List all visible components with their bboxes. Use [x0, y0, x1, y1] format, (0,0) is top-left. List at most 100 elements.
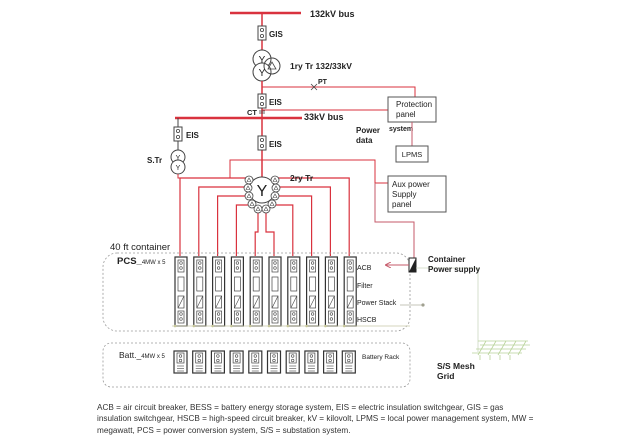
container-ps-label-1: Container: [428, 255, 465, 264]
pcs-feeder-line: [217, 195, 248, 256]
pcs-label: PCS_4MW x 5: [117, 256, 166, 267]
power-stack-label: Power Stack: [357, 300, 397, 307]
mesh-grid-icon: [472, 340, 530, 360]
eis-aux-label: EIS: [186, 131, 200, 140]
battery-rack: [229, 350, 244, 374]
battery-rack: [192, 350, 207, 374]
pt-signal-line: [262, 86, 416, 98]
secondary-transformer-icon: Y: [243, 175, 281, 214]
protection-panel: [387, 96, 437, 123]
winding-icon: [247, 199, 257, 209]
battery-rack: [323, 350, 338, 374]
battery-rack: [341, 350, 356, 374]
winding-icon: [270, 191, 280, 201]
eis-tr2-switchgear-icon: [257, 135, 267, 151]
acb-label: ACB: [357, 265, 372, 272]
winding-icon: [271, 183, 281, 193]
hscb-label: HSCB: [357, 317, 377, 324]
battery-rack: [173, 350, 188, 374]
pcs-unit: [267, 256, 282, 328]
station-transformer-icon: Y Y: [170, 149, 186, 175]
eis-tr2-label: EIS: [269, 140, 283, 149]
pcs-feeder-line: [276, 186, 331, 256]
primary-transformer-icon: Y Y: [252, 49, 281, 82]
battery-rack: [210, 350, 225, 374]
primary-transformer-label: 1ry Tr 132/33kV: [290, 61, 352, 71]
ct-label: CT: [247, 108, 257, 117]
battery-rack-label: Battery Rack: [362, 354, 400, 361]
pcs-feeder-line: [276, 177, 350, 256]
pcs-feeder-line: [276, 195, 313, 256]
pcs-feeder-line: [179, 177, 248, 256]
power-data-label-2: data: [356, 136, 373, 145]
pcs-feeder-line: [235, 204, 248, 256]
gis-switchgear-icon: [257, 25, 267, 41]
aux-panel-label-3: panel: [392, 200, 412, 209]
aux-supply-line: [262, 159, 388, 184]
winding-icon: [244, 175, 254, 185]
svg-text:Y: Y: [176, 165, 181, 172]
pt-icon: [310, 83, 318, 91]
battery-rack: [248, 350, 263, 374]
winding-icon: [243, 183, 253, 193]
battery-container: [102, 342, 411, 388]
svg-text:Y: Y: [176, 155, 181, 162]
aux-power-panel: [387, 175, 447, 213]
protection-panel-label-1: Protection: [396, 100, 432, 109]
lpms-label: LPMS: [402, 150, 422, 159]
system-label: system: [389, 126, 413, 133]
aux-panel-label-1: Aux power: [392, 180, 430, 189]
ct-icon: [259, 110, 265, 114]
container-label: 40 ft container: [110, 242, 170, 253]
container-ps-label-2: Power supply: [428, 265, 481, 274]
pcs-unit: [342, 256, 357, 328]
winding-icon: [261, 204, 271, 214]
pcs-unit: [305, 256, 320, 328]
bus-132kv-label: 132kV bus: [310, 9, 355, 19]
eis-main-switchgear-icon: [257, 93, 267, 109]
power-data-label-1: Power: [356, 126, 380, 135]
pcs-unit: [211, 256, 226, 328]
gis-label: GIS: [269, 30, 283, 39]
pcs-unit: [324, 256, 338, 328]
lpms-box: [395, 145, 429, 163]
mesh-grid-label-1: S/S Mesh: [437, 361, 475, 371]
pcs-unit: [230, 256, 244, 328]
aux-panel-label-2: Supply: [392, 190, 416, 199]
winding-icon: [267, 199, 277, 209]
battery-label: Batt._4MW x 5: [119, 350, 166, 360]
mesh-grid-label-2: Grid: [437, 371, 454, 381]
pcs-unit: [286, 256, 301, 328]
battery-rack: [285, 350, 300, 374]
station-transformer-label: S.Tr: [147, 156, 162, 165]
winding-icon: [270, 175, 280, 185]
filter-label: Filter: [357, 283, 373, 290]
pt-label: PT: [318, 79, 328, 86]
battery-racks: [173, 350, 356, 374]
battery-rack: [266, 350, 282, 374]
battery-rack: [304, 350, 319, 374]
winding-icon: [244, 191, 254, 201]
pcs-feeder-line: [276, 204, 294, 256]
pcs-units: [173, 256, 357, 328]
svg-text:Y: Y: [259, 55, 266, 66]
pcs-unit: [173, 256, 188, 328]
svg-text:Y: Y: [259, 68, 266, 79]
winding-icon: [253, 204, 263, 214]
pcs-unit: [192, 256, 207, 328]
pcs-container: [102, 252, 411, 332]
bus-33kv-label: 33kV bus: [304, 112, 344, 122]
str-to-aux-line: [177, 159, 262, 179]
pcs-feeder-line: [254, 212, 259, 256]
pcs-feeder-line: [198, 186, 248, 256]
eis-main-label: EIS: [269, 98, 283, 107]
eis-aux-switchgear-icon: [173, 126, 183, 142]
svg-text:Y: Y: [257, 183, 268, 200]
pcs-unit: [248, 256, 263, 328]
figure-caption: ACB = air circuit breaker, BESS = batter…: [97, 403, 534, 435]
secondary-transformer-label: 2ry Tr: [290, 173, 314, 183]
protection-panel-label-2: panel: [396, 110, 416, 119]
pcs-feeder-line: [265, 212, 275, 256]
pcs-feeder-lines: [179, 177, 350, 256]
